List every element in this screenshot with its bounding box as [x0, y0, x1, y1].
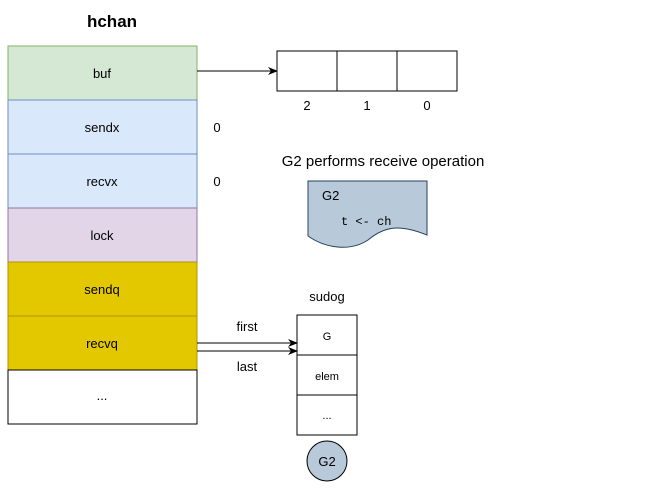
- buffer-slot-1: [336, 50, 398, 92]
- goroutine-node: G2: [306, 440, 348, 482]
- buffer-index: 2: [303, 98, 310, 113]
- sendx-value: 0: [213, 120, 220, 135]
- recvx-value: 0: [213, 174, 220, 189]
- goroutine-circle: [306, 440, 348, 482]
- goroutine-code-card: G2 t <- ch: [307, 180, 428, 248]
- code-card-statement: t <- ch: [341, 215, 391, 229]
- field-lock: lock: [7, 207, 198, 263]
- buffer-index: 1: [363, 98, 370, 113]
- field-sendq: sendq: [7, 261, 198, 317]
- field-ellipsis: ...: [7, 369, 198, 425]
- sudog-cell-ellipsis: [296, 394, 358, 436]
- last-label: last: [237, 359, 258, 374]
- sudog-cell-label: elem: [315, 371, 339, 383]
- field-label: ...: [97, 388, 108, 403]
- sudog-struct: G elem ...: [296, 314, 358, 436]
- field-recvq: recvq: [7, 315, 198, 371]
- sudog-cell-label: G: [323, 331, 332, 343]
- code-card-goroutine: G2: [322, 188, 339, 203]
- sudog-title: sudog: [309, 289, 344, 304]
- field-label: recvx: [86, 174, 118, 189]
- field-label: buf: [93, 66, 111, 81]
- buffer-index: 0: [423, 98, 430, 113]
- buffer-array: 2 1 0: [276, 50, 458, 113]
- field-label: lock: [90, 228, 114, 243]
- sudog-cell-label: ...: [322, 410, 331, 422]
- hchan-title: hchan: [87, 12, 137, 31]
- buffer-slot-2: [396, 50, 458, 92]
- sudog-cell-elem: [296, 354, 358, 396]
- hchan-struct: buf sendx recvx lock sendq recvq ...: [7, 45, 198, 425]
- field-label: sendx: [85, 120, 120, 135]
- code-card-shape: [307, 180, 428, 248]
- goroutine-label: G2: [318, 454, 335, 469]
- field-recvx: recvx: [7, 153, 198, 209]
- field-label: recvq: [86, 336, 118, 351]
- operation-caption: G2 performs receive operation: [282, 153, 485, 170]
- first-label: first: [237, 319, 258, 334]
- field-sendx: sendx: [7, 99, 198, 155]
- field-label: sendq: [84, 282, 119, 297]
- field-buf: buf: [7, 45, 198, 101]
- buffer-slot-0: [276, 50, 338, 92]
